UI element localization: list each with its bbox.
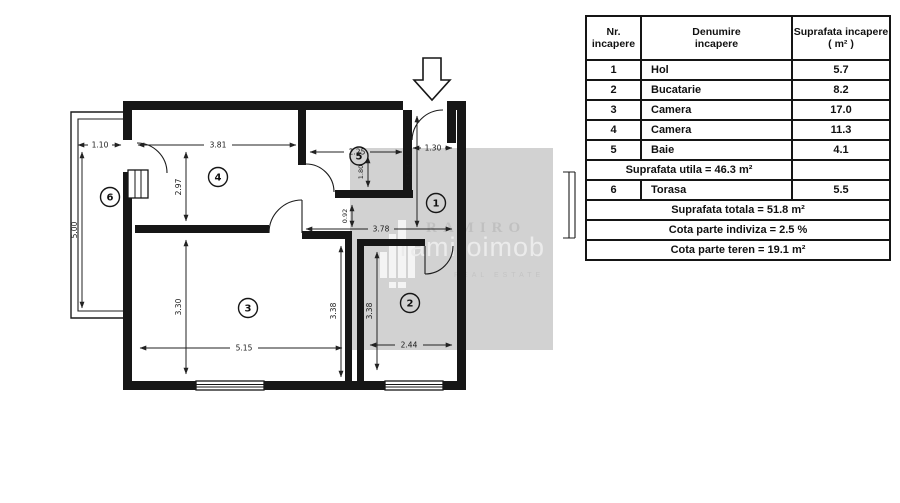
bath-door-arc	[305, 163, 335, 193]
cell-name: Bucatarie	[642, 81, 793, 99]
cell-name: Baie	[642, 141, 793, 159]
cell-name: Camera	[642, 101, 793, 119]
terrace-door-arc	[136, 142, 168, 174]
cell-name: Hol	[642, 61, 793, 79]
room4-door-arc	[268, 199, 303, 234]
table-row: 1 Hol 5.7	[587, 61, 889, 81]
dim-entry-width: 1.30	[425, 144, 442, 153]
room-areas-table: Nr. incapere Denumire incapere Suprafata…	[585, 15, 891, 261]
table-row: 3 Camera 17.0	[587, 101, 889, 121]
dim-camera3-width: 5.15	[236, 344, 253, 353]
dim-corridor-length: 3.78	[373, 225, 390, 234]
cell-nr: 4	[587, 121, 642, 139]
cell-nr: 1	[587, 61, 642, 79]
cell-nr: 6	[587, 181, 642, 199]
buildings-icon	[380, 220, 415, 288]
suprafata-utila-row: Suprafata utila = 46.3 m²	[587, 161, 889, 181]
cell-area: 4.1	[833, 144, 849, 156]
dim-hol-height: 2.54	[405, 163, 414, 180]
window-room3	[195, 380, 265, 391]
cell-nr: 2	[587, 81, 642, 99]
dim-bucatarie-height: 3.38	[365, 302, 374, 319]
adjacent-wall-fragment	[563, 171, 576, 239]
cell-area: 5.5	[833, 184, 849, 196]
dim-camera4-height: 2.97	[174, 178, 183, 195]
cell-nr: 5	[587, 141, 642, 159]
dimension-lines	[77, 115, 453, 378]
room-number-camera4: 4	[215, 173, 222, 184]
left-wall-window	[127, 169, 149, 199]
watermark-tagline: REAL ESTATE	[454, 272, 545, 279]
cell-area: 5.7	[833, 64, 849, 76]
cota-indiviza-row: Cota parte indiviza = 2.5 %	[668, 224, 808, 236]
cell-area: 17.0	[830, 104, 852, 116]
room-number-terasa: 6	[107, 193, 114, 204]
cell-nr: 3	[587, 101, 642, 119]
suprafata-totala-row: Suprafata totala = 51.8 m²	[671, 204, 805, 216]
room-number-camera3: 3	[245, 304, 252, 315]
header-nr: Nr. incapere	[587, 17, 642, 59]
table-row: 5 Baie 4.1	[587, 141, 889, 161]
dim-corridor-width: 0.92	[341, 209, 349, 223]
room-number-bucatarie: 2	[407, 299, 414, 310]
table-row: 2 Bucatarie 8.2	[587, 81, 889, 101]
terasa-row: 6 Torasa 5.5	[587, 181, 889, 201]
interior-walls	[135, 110, 425, 381]
watermark-logo-text: ramiroimob	[400, 232, 546, 262]
cell-name: Camera	[642, 121, 793, 139]
cell-name: Torasa	[642, 181, 793, 199]
dim-bucatarie-width: 2.44	[401, 341, 418, 350]
dim-bucatarie-height-left: 3.38	[329, 302, 338, 319]
door-arcs	[136, 109, 454, 275]
cota-teren-row: Cota parte teren = 19.1 m²	[670, 244, 806, 256]
room-number-baie: 5	[356, 152, 363, 163]
dim-terasa-width: 1.10	[92, 141, 109, 150]
entry-door-arc	[411, 109, 444, 141]
cell-area: 11.3	[830, 124, 852, 136]
dim-camera4-width: 3.81	[210, 141, 227, 150]
terrace-walls	[70, 111, 123, 319]
room-number-hol: 1	[433, 199, 440, 210]
room-number-badges: 6 4 5 1 3 2	[99, 146, 447, 319]
dim-baie-height: 1.80	[357, 165, 365, 179]
entrance-arrow-icon	[412, 57, 452, 102]
table-header-row: Nr. incapere Denumire incapere Suprafata…	[587, 17, 889, 61]
window-kitchen	[384, 380, 444, 391]
kitchen-door-arc	[424, 245, 454, 275]
cell-area: 8.2	[833, 84, 849, 96]
header-denumire: Denumire incapere	[642, 17, 793, 59]
dimension-labels: 1.10 5.00 3.81 2.97 2.25 1.80 1.30 2.54 …	[70, 141, 442, 353]
watermark-brand-text: RAMIRO	[426, 220, 527, 236]
dim-terasa-height: 5.00	[70, 221, 79, 238]
empty-cell	[793, 161, 889, 179]
watermark: RAMIRO ramiroimob REAL ESTATE	[350, 148, 553, 350]
dim-camera3-height: 3.30	[174, 298, 183, 315]
dim-baie-width: 2.25	[349, 148, 366, 157]
suprafata-utila-text: Suprafata utila = 46.3 m²	[587, 161, 793, 179]
exterior-walls	[123, 101, 466, 390]
table-row: 4 Camera 11.3	[587, 121, 889, 141]
header-suprafata: Suprafata incapere( m² )	[793, 26, 889, 50]
